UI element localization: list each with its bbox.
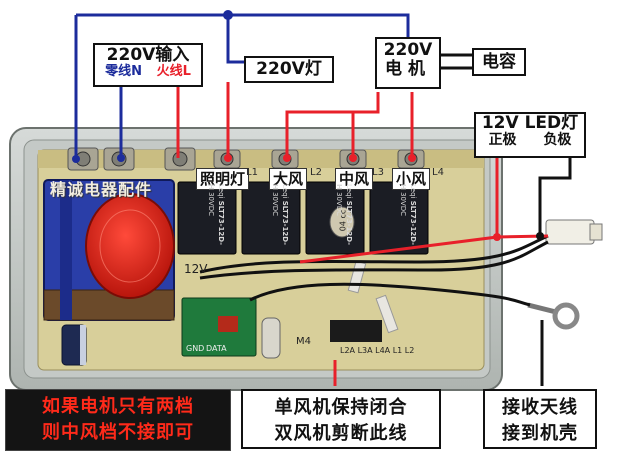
input-220v-label: 220V输入 零线N 火线L	[93, 43, 203, 87]
black-wires	[199, 234, 549, 307]
pcb-gnd: GND	[186, 344, 205, 353]
red-junction-3	[349, 154, 357, 162]
blue-junction	[223, 10, 233, 20]
rf-module	[181, 297, 257, 357]
relay-2-model: SLT73-12D-H	[271, 184, 289, 246]
pcb-l1: L1	[246, 167, 258, 178]
motor-line-1: 220V	[383, 40, 433, 60]
blue-terminal-2	[117, 154, 125, 162]
input-220v-subtitle: 零线N 火线L	[95, 63, 201, 79]
blue-terminal-1	[72, 155, 80, 163]
relay-3-brand: Leqi	[345, 184, 353, 199]
relay-2-rating: 30VDC	[271, 192, 279, 217]
relay-3-text: Leqi SLT73-12D-H 30VDC	[314, 184, 354, 250]
note-left: 如果电机只有两档 则中风档不接即可	[5, 389, 231, 451]
note-left-line-2: 则中风档不接即可	[42, 422, 194, 443]
relay-1-brand: Leqi	[217, 184, 225, 199]
relay-4-rating: 30VDC	[399, 192, 407, 217]
relay-1-text: Leqi SLT73-12D-H 30VDC	[186, 184, 226, 250]
input-220v-title: 220V输入	[106, 45, 190, 65]
led-poles: 正极 负极	[476, 131, 584, 148]
relay-4-text: Leqi SLT73-12D-H 30VDC	[378, 184, 418, 250]
red-junction-4	[408, 154, 416, 162]
capacitor-label: 电容	[472, 48, 526, 76]
relay-2-brand: Leqi	[281, 184, 289, 199]
note-mid-line-2: 双风机剪断此线	[274, 423, 408, 444]
red-junction-2	[283, 154, 291, 162]
pcb-shadow-strip	[38, 150, 484, 168]
mid-wind-tag: 中风	[335, 168, 374, 190]
pcb-data: DATA	[206, 344, 227, 353]
note-mid-line-1: 单风机保持闭合	[274, 397, 408, 418]
positive-label: 正极	[488, 131, 517, 148]
ring-terminal	[527, 302, 580, 330]
live-label: 火线L	[156, 63, 191, 79]
ceramic-capacitor	[329, 206, 355, 238]
red-junction-1	[224, 154, 232, 162]
note-right-line-2: 接到机壳	[502, 423, 578, 444]
black-junction	[536, 232, 544, 240]
low-wind-tag: 小风	[392, 168, 431, 190]
relay-3-model: SLT73-12D-H	[335, 184, 353, 246]
relay-4-model: SLT73-12D-H	[399, 184, 417, 246]
relay-1-model: SLT73-12D-H	[207, 184, 225, 246]
annotation-black-wires	[440, 53, 572, 386]
negative-label: 负极	[543, 131, 572, 148]
note-right-line-1: 接收天线	[502, 397, 578, 418]
pcb-bottom-pins: L2A L3A L4A L1 L2	[340, 346, 415, 355]
zip-tie	[375, 294, 399, 334]
electrolytic-capacitor	[61, 324, 87, 366]
relay-2-text: Leqi SLT73-12D-H 30VDC	[250, 184, 290, 250]
led-12v-label: 12V LED灯 正极 负极	[474, 112, 586, 158]
note-left-line-1: 如果电机只有两档	[42, 396, 194, 417]
red-junction-5	[493, 233, 501, 241]
relay-4-brand: Leqi	[409, 184, 417, 199]
lamp-220v-label: 220V灯	[244, 56, 334, 83]
brand-watermark: 精诚电器配件	[50, 180, 153, 199]
transformer	[43, 179, 175, 321]
pcb-l3: L3	[372, 167, 384, 178]
lighting-tag: 照明灯	[196, 168, 250, 190]
note-mid: 单风机保持闭合 双风机剪断此线	[241, 389, 441, 449]
motor-line-2: 电机	[385, 58, 431, 79]
note-right: 接收天线 接到机壳	[483, 389, 597, 449]
pcb-l4: L4	[432, 167, 444, 178]
mcu-chip	[330, 320, 382, 342]
red-wires	[176, 80, 549, 386]
crystal	[261, 317, 281, 359]
high-wind-tag: 大风	[269, 168, 308, 190]
neutral-label: 零线N	[105, 63, 143, 79]
relay-3-rating: 30VDC	[335, 192, 343, 217]
motor-220v-label: 220V 电机	[375, 37, 441, 89]
led-connector	[545, 219, 603, 245]
pcb-12v: 12V	[184, 262, 208, 276]
blue-wires	[74, 13, 410, 159]
pcb-m4: M4	[296, 336, 311, 347]
pcb-l2: L2	[310, 167, 322, 178]
relay-1-rating: 30VDC	[207, 192, 215, 217]
led-title: 12V LED灯	[481, 113, 579, 133]
